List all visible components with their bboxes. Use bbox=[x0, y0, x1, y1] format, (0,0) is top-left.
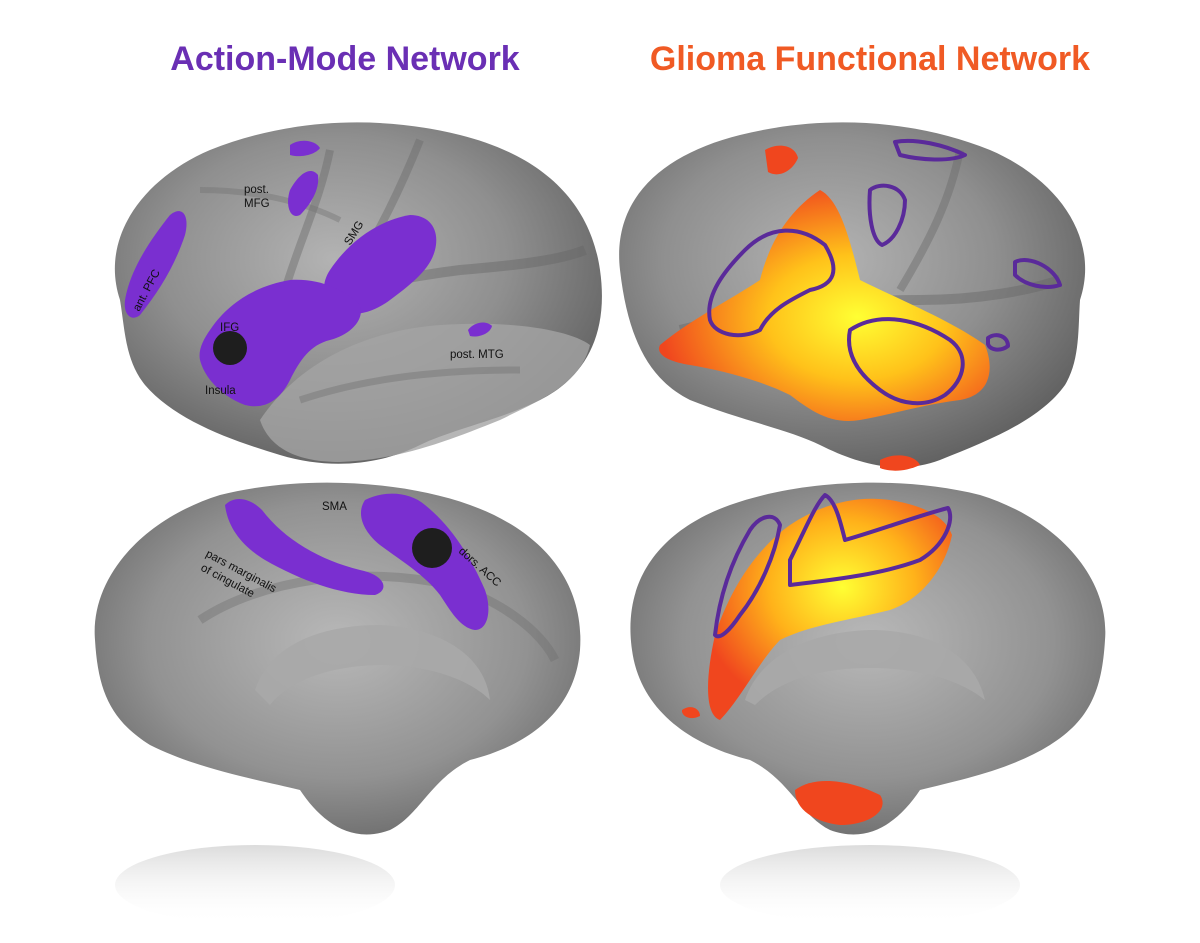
amn-region-pars-marginalis bbox=[225, 498, 384, 595]
corpus-callosum bbox=[255, 625, 490, 705]
amn-outline-insula bbox=[847, 317, 965, 406]
label-post-mtg: post. MTG bbox=[450, 349, 504, 361]
medial-brain-left: SMA pars marginalis of cingulate dors. A… bbox=[94, 482, 581, 835]
amn-outline-mfg bbox=[867, 183, 907, 247]
label-insula: Insula bbox=[205, 385, 236, 397]
glioma-heat-medial bbox=[708, 498, 952, 720]
sulcus bbox=[199, 187, 342, 223]
glioma-heat-small bbox=[682, 707, 700, 719]
glioma-heat-frontal bbox=[765, 145, 798, 175]
label-sma: SMA bbox=[322, 501, 347, 513]
glioma-heat-temporal bbox=[880, 455, 920, 471]
amn-outline-medial-anterior bbox=[788, 493, 953, 587]
amn-outline-lateral bbox=[707, 228, 836, 338]
lateral-brain-right bbox=[619, 122, 1086, 471]
label-post-mfg-2: MFG bbox=[244, 198, 270, 210]
lateral-brain-left: ant. PFC post. MFG SMG IFG Insula post. … bbox=[114, 122, 602, 464]
sulcus bbox=[896, 149, 964, 293]
medial-brain-right bbox=[630, 482, 1106, 835]
amn-outline-medial-posterior bbox=[713, 514, 782, 639]
action-mode-title: Action-Mode Network bbox=[170, 40, 520, 78]
amn-region-post-mfg bbox=[288, 170, 319, 216]
amn-region-ant-pfc bbox=[124, 211, 187, 318]
ifg-marker bbox=[213, 331, 247, 365]
amn-outline-mtg bbox=[1013, 258, 1062, 289]
reflection-right bbox=[720, 845, 1020, 925]
acc-marker bbox=[412, 528, 452, 568]
temporal-lobe bbox=[260, 323, 590, 462]
amn-outline-small bbox=[986, 333, 1010, 352]
label-ifg: IFG bbox=[220, 322, 239, 334]
amn-region-top bbox=[290, 140, 320, 157]
sulcus bbox=[298, 366, 521, 404]
glioma-heat-temporal-pole bbox=[795, 780, 883, 825]
amn-region-ifg-insula bbox=[199, 279, 361, 407]
amn-region-smg bbox=[324, 215, 437, 315]
amn-outline-top bbox=[893, 138, 967, 162]
glioma-network-title: Glioma Functional Network bbox=[649, 40, 1091, 78]
reflection-left bbox=[115, 845, 395, 925]
amn-region-post-mtg bbox=[468, 322, 492, 337]
label-post-mfg-1: post. bbox=[244, 184, 269, 196]
sulcus bbox=[197, 571, 560, 663]
sulcus bbox=[281, 149, 334, 292]
glioma-heat-region bbox=[659, 190, 990, 421]
corpus-callosum bbox=[745, 630, 985, 705]
